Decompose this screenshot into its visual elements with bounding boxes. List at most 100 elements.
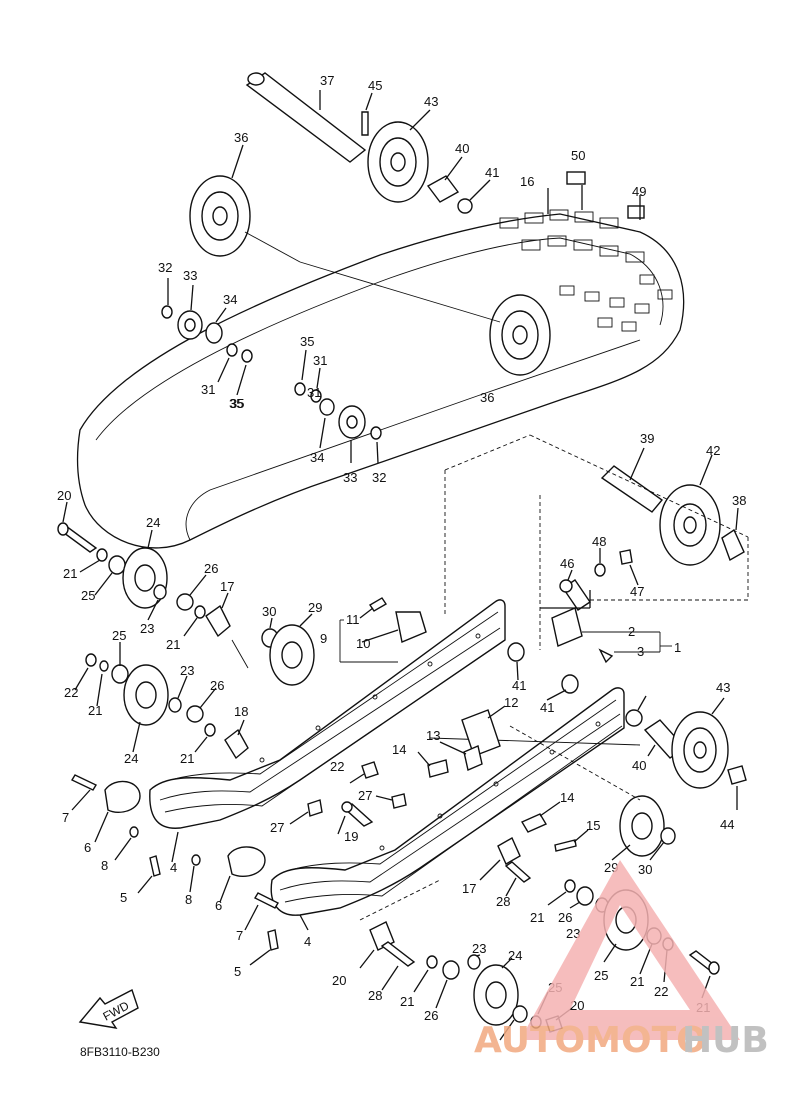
callout-23: 23: [140, 621, 154, 636]
callout-13: 13: [426, 728, 440, 743]
callout-22: 22: [64, 685, 78, 700]
callout-28: 28: [496, 894, 510, 909]
callout-36: 36: [234, 130, 248, 145]
track-belt: [76, 188, 685, 549]
callout-33: 33: [183, 268, 197, 283]
callout-35: 35: [300, 334, 314, 349]
callout-49: 49: [632, 184, 646, 199]
callout-48: 48: [592, 534, 606, 549]
callout-3: 3: [637, 644, 644, 659]
callout-27: 27: [270, 820, 284, 835]
callout-14: 14: [560, 790, 574, 805]
callout-10: 10: [356, 636, 370, 651]
callout-12: 12: [504, 695, 518, 710]
callout-41: 41: [540, 700, 554, 715]
svg-text:AUTOMOTO: AUTOMOTO: [474, 1020, 707, 1061]
callout-11: 11: [346, 612, 360, 627]
callout-35: 35: [229, 396, 243, 411]
callout-18: 18: [234, 704, 248, 719]
callout-34: 34: [223, 292, 237, 307]
callout-47: 47: [630, 584, 644, 599]
callout-26: 26: [558, 910, 572, 925]
diagram-code: 8FB3110-B230: [80, 1045, 160, 1059]
callout-24: 24: [508, 948, 522, 963]
callout-9: 9: [320, 631, 327, 646]
callout-33: 33: [343, 470, 357, 485]
fwd-arrow: FWD: [78, 989, 139, 1029]
callout-26: 26: [424, 1008, 438, 1023]
callout-38: 38: [732, 493, 746, 508]
callout-21: 21: [63, 566, 77, 581]
callout-31: 31: [313, 353, 327, 368]
callout-16: 16: [520, 174, 534, 189]
callout-7: 7: [62, 810, 69, 825]
callout-15: 15: [586, 818, 600, 833]
callout-21: 21: [166, 637, 180, 652]
callout-4: 4: [304, 934, 311, 949]
callout-2: 2: [628, 624, 635, 639]
callout-23: 23: [180, 663, 194, 678]
callout-31: 31: [201, 382, 215, 397]
callout-37: 37: [320, 73, 334, 88]
callout-21: 21: [400, 994, 414, 1009]
callout-35: 35: [230, 396, 244, 411]
rear-idler-group: [444, 434, 749, 650]
callout-23: 23: [472, 941, 486, 956]
callout-28: 28: [368, 988, 382, 1003]
callout-30: 30: [262, 604, 276, 619]
callout-26: 26: [204, 561, 218, 576]
callout-46: 46: [560, 556, 574, 571]
callout-20: 20: [57, 488, 71, 503]
callout-21: 21: [530, 910, 544, 925]
callout-7: 7: [236, 928, 243, 943]
callout-32: 32: [372, 470, 386, 485]
slide-rails: [149, 599, 641, 931]
callout-40: 40: [455, 141, 469, 156]
rail-hardware: [71, 548, 747, 966]
callout-25: 25: [594, 968, 608, 983]
callout-32: 32: [158, 260, 172, 275]
callout-8: 8: [101, 858, 108, 873]
callout-8: 8: [185, 892, 192, 907]
callout-39: 39: [640, 431, 654, 446]
callout-50: 50: [571, 148, 585, 163]
callout-6: 6: [215, 898, 222, 913]
callout-17: 17: [462, 881, 476, 896]
callout-24: 24: [124, 751, 138, 766]
callout-30: 30: [638, 862, 652, 877]
callout-25: 25: [112, 628, 126, 643]
callout-41: 41: [512, 678, 526, 693]
svg-text:HUB: HUB: [682, 1020, 769, 1061]
callout-23: 23: [566, 926, 580, 941]
callout-22: 22: [330, 759, 344, 774]
callout-29: 29: [308, 600, 322, 615]
callout-21: 21: [88, 703, 102, 718]
watermark-logo: AUTOMOTO HUB: [474, 860, 769, 1061]
callout-19: 19: [344, 829, 358, 844]
front-idler-group: [57, 501, 249, 760]
callout-21: 21: [630, 974, 644, 989]
callout-20: 20: [332, 973, 346, 988]
callout-36: 36: [480, 390, 494, 405]
callout-1: 1: [674, 640, 681, 655]
callout-24: 24: [146, 515, 160, 530]
callout-21: 21: [180, 751, 194, 766]
callout-42: 42: [706, 443, 720, 458]
rear-axle-group: [189, 72, 645, 263]
callout-44: 44: [720, 817, 734, 832]
callout-40: 40: [632, 758, 646, 773]
callout-45: 45: [368, 78, 382, 93]
callout-27: 27: [358, 788, 372, 803]
callout-5: 5: [234, 964, 241, 979]
callout-41: 41: [485, 165, 499, 180]
callout-31: 31: [307, 385, 321, 400]
callout-5: 5: [120, 890, 127, 905]
callout-14: 14: [392, 742, 406, 757]
callout-4: 4: [170, 860, 177, 875]
callout-22: 22: [654, 984, 668, 999]
callout-43: 43: [424, 94, 438, 109]
callout-43: 43: [716, 680, 730, 695]
callout-6: 6: [84, 840, 91, 855]
